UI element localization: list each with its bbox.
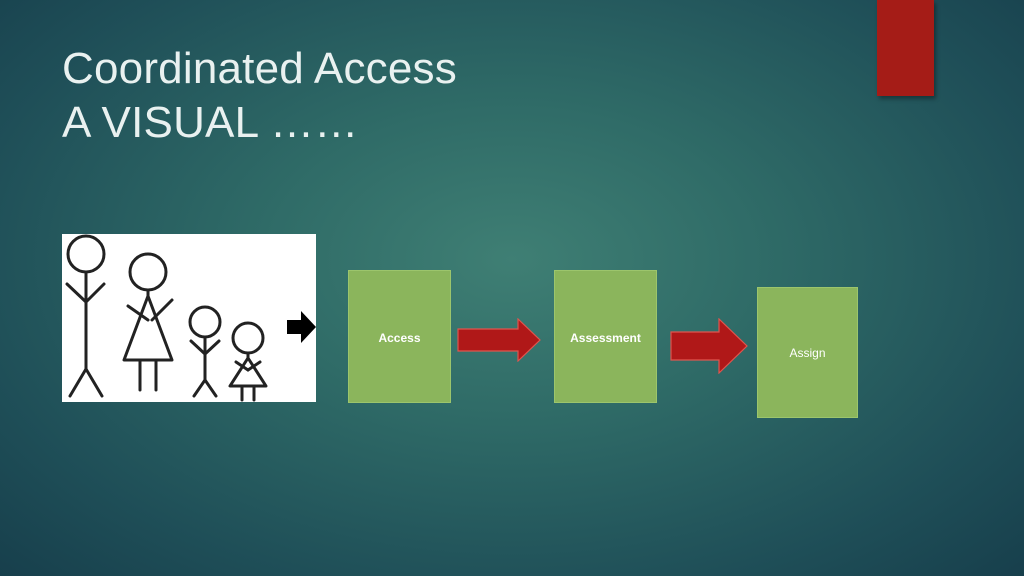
assign-step-box: Assign: [757, 287, 858, 418]
access-step-box: Access: [348, 270, 451, 403]
accent-bar: [877, 0, 934, 96]
access-step-label: Access: [378, 331, 421, 345]
black-arrow-icon: [287, 311, 317, 348]
title-line-2: A VISUAL ……: [62, 98, 359, 147]
stick-figure-family-image: [62, 234, 316, 402]
slide-title: Coordinated Access A VISUAL ……: [62, 42, 457, 150]
assessment-step-box: Assessment: [554, 270, 657, 403]
red-arrow-icon: [457, 317, 541, 367]
assign-step-label: Assign: [789, 346, 826, 360]
title-line-1: Coordinated Access: [62, 44, 457, 93]
red-arrow-icon: [670, 317, 748, 379]
assessment-step-label: Assessment: [570, 331, 641, 345]
